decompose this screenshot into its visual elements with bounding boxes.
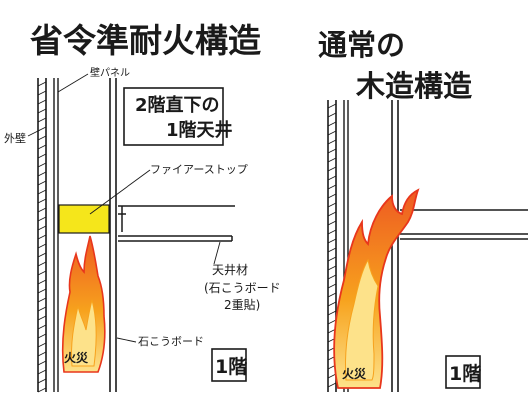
- wall-hatch-line: [327, 193, 337, 199]
- wall-hatch-line: [327, 382, 337, 388]
- wall-hatch-line: [327, 283, 337, 289]
- wall-hatch-line: [327, 373, 337, 379]
- wall-hatch-line: [37, 207, 47, 213]
- label-outer-wall: 外壁: [4, 131, 26, 145]
- info-box-line1: 2階直下の: [135, 94, 220, 116]
- leader-gypsum: [116, 337, 137, 343]
- wall-hatch-line: [327, 112, 337, 118]
- left-wall-panel: [53, 78, 59, 392]
- wall-hatch-line: [327, 274, 337, 280]
- wall-hatch-line: [327, 184, 337, 190]
- wall-hatch-line: [37, 306, 47, 312]
- label-fire-stop: ファイアーストップ: [150, 163, 248, 176]
- left-floor-box: [211, 348, 247, 382]
- label-wall-panel: 壁パネル: [90, 66, 130, 79]
- label-ceiling-2: (石こうボード: [204, 281, 281, 295]
- fire-stop-block: [58, 204, 110, 234]
- wall-hatch-line: [37, 243, 47, 249]
- label-gypsum: 石こうボード: [138, 335, 204, 348]
- wall-hatch-line: [327, 229, 337, 235]
- wall-hatch-line: [37, 162, 47, 168]
- wall-hatch-line: [37, 99, 47, 105]
- wall-hatch-line: [37, 135, 47, 141]
- right-inner-wall: [391, 100, 399, 392]
- wall-hatch-line: [37, 324, 47, 330]
- wall-hatch-line: [327, 292, 337, 298]
- wall-hatch-line: [37, 333, 47, 339]
- wall-hatch-line: [327, 310, 337, 316]
- leader-wall-panel: [57, 73, 89, 93]
- left-outer-wall: [37, 78, 47, 393]
- wall-hatch-line: [37, 297, 47, 303]
- left-title: 省令準耐火構造: [30, 21, 261, 60]
- left-panel: 省令準耐火構造: [4, 21, 281, 393]
- wall-hatch-line: [37, 117, 47, 123]
- info-box: [123, 87, 224, 146]
- wall-hatch-line: [327, 319, 337, 325]
- leader-outer-wall: [27, 129, 41, 137]
- wall-hatch-line: [37, 225, 47, 231]
- wall-hatch-line: [37, 252, 47, 258]
- wall-hatch-line: [327, 166, 337, 172]
- wall-hatch-line: [37, 270, 47, 276]
- wall-hatch-line: [37, 144, 47, 150]
- wall-hatch-line: [327, 175, 337, 181]
- wall-hatch-line: [327, 301, 337, 307]
- left-floor-beam: [118, 205, 235, 232]
- wall-hatch-line: [37, 288, 47, 294]
- wall-hatch-line: [327, 148, 337, 154]
- leader-ceiling: [213, 241, 221, 265]
- wall-hatch-line: [37, 342, 47, 348]
- wall-hatch-line: [327, 202, 337, 208]
- wall-hatch-line: [37, 234, 47, 240]
- wall-hatch-line: [37, 108, 47, 114]
- wall-hatch-line: [327, 256, 337, 262]
- wall-hatch-line: [37, 90, 47, 96]
- wall-hatch-line: [37, 360, 47, 366]
- right-fire-label: 火災: [342, 367, 367, 381]
- right-floor-beam: [400, 209, 528, 240]
- wall-hatch-line: [327, 121, 337, 127]
- left-ceiling-board: [118, 235, 233, 242]
- wall-hatch-line: [37, 378, 47, 384]
- wall-hatch-line: [327, 103, 337, 109]
- right-title-line1: 通常の: [318, 28, 405, 62]
- left-fire-label: 火災: [64, 351, 89, 365]
- left-inner-wall: [109, 78, 117, 392]
- wall-hatch-line: [327, 247, 337, 253]
- wall-hatch-line: [37, 171, 47, 177]
- wall-hatch-line: [37, 189, 47, 195]
- leader-fire-stop: [89, 169, 151, 215]
- wall-hatch-line: [37, 153, 47, 159]
- wall-hatch-line: [327, 265, 337, 271]
- label-ceiling-1: 天井材: [212, 263, 248, 277]
- right-panel: 通常の 木造構造 火災 1階: [318, 28, 528, 392]
- right-flame: [333, 188, 420, 389]
- wall-hatch-line: [37, 315, 47, 321]
- wall-hatch-line: [37, 81, 47, 87]
- wall-hatch-line: [37, 198, 47, 204]
- wall-hatch-line: [327, 157, 337, 163]
- wall-hatch-line: [37, 261, 47, 267]
- wall-hatch-line: [327, 139, 337, 145]
- right-floor-label: 1階: [449, 363, 481, 385]
- wall-hatch-line: [37, 180, 47, 186]
- wall-hatch-line: [327, 238, 337, 244]
- wall-hatch-line: [327, 220, 337, 226]
- wall-hatch-line: [37, 216, 47, 222]
- left-flame: [61, 235, 106, 373]
- info-box-line2: 1階天井: [166, 119, 233, 141]
- wall-hatch-line: [37, 351, 47, 357]
- wall-hatch-line: [327, 211, 337, 217]
- right-floor-box: [445, 355, 481, 389]
- wall-hatch-line: [37, 387, 47, 393]
- label-ceiling-3: 2重貼): [224, 297, 260, 312]
- wall-hatch-line: [37, 369, 47, 375]
- wall-hatch-line: [37, 279, 47, 285]
- left-floor-label: 1階: [215, 356, 247, 378]
- wall-hatch-line: [327, 130, 337, 136]
- right-title-line2: 木造構造: [355, 69, 472, 103]
